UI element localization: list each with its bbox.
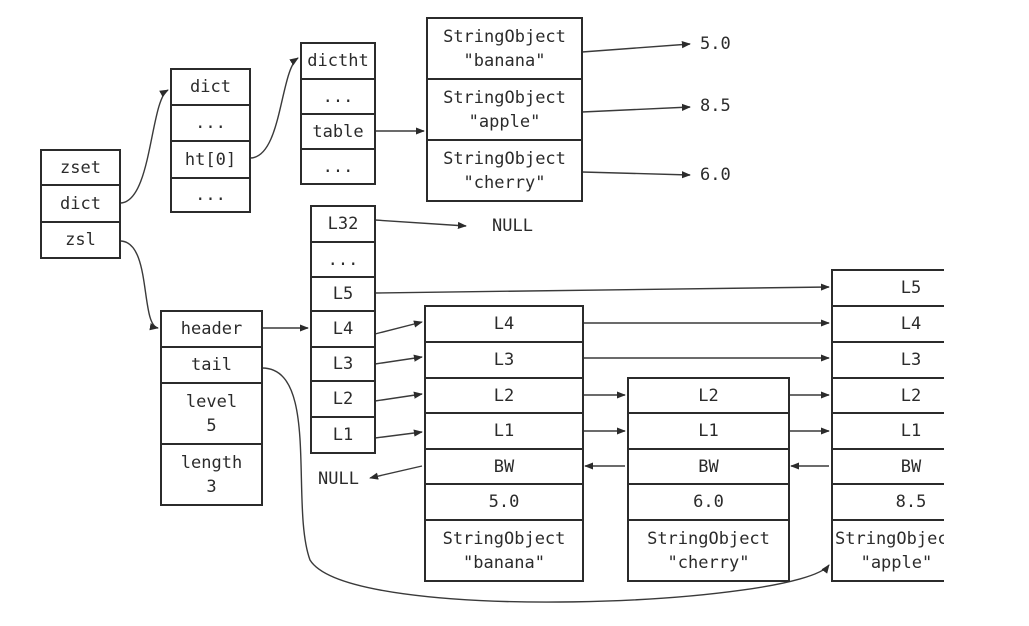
skiplist-node-level: L2 [831, 377, 944, 414]
arrow-zsl-skiplist [119, 240, 159, 331]
null-label: NULL [492, 216, 533, 236]
skiplist-node-clip: L5 L4 L3 L2 L1 BW 8.5 StringObject "appl… [831, 265, 944, 585]
skiplist-node-level: L1 [424, 412, 584, 450]
header-node-level: L4 [310, 310, 376, 348]
dict-dots-1: ... [170, 104, 251, 142]
skiplist-node-object: StringObject "banana" [424, 519, 584, 582]
dictht-table-field: table [300, 113, 376, 150]
dictht-title: dictht [300, 42, 376, 80]
arrow-banana-value [581, 41, 691, 53]
header-node-level: L3 [310, 346, 376, 382]
skiplist-node-score: 5.0 [424, 483, 584, 521]
arrow-headL5-nodeC [374, 283, 830, 294]
header-node-level: L32 [310, 205, 376, 243]
arrow-zset-dict [119, 89, 169, 204]
skiplist-node-object: StringObject "cherry" [627, 519, 790, 582]
skiplist-node-level: L2 [424, 377, 584, 414]
zskiplist-tail-field: tail [160, 346, 263, 384]
skiplist-node-score: 6.0 [627, 483, 790, 521]
header-node-level: L2 [310, 380, 376, 418]
dict-title: dict [170, 68, 251, 106]
dict-entry-key: StringObject "banana" [426, 17, 583, 80]
skiplist-node-score: 8.5 [831, 483, 944, 521]
arrow-ht0-dictht [249, 57, 299, 159]
dict-entry-value: 6.0 [700, 165, 731, 185]
arrow-cherry-value [581, 171, 691, 179]
zset-dict-field: dict [40, 184, 121, 223]
dict-entry-value: 5.0 [700, 34, 731, 54]
skiplist-node-level: L4 [831, 305, 944, 343]
arrow-headL4-nodeA [374, 320, 423, 335]
arrow-nodeA-bw-null [369, 465, 423, 480]
null-label: NULL [318, 469, 359, 489]
skiplist-node-backward: BW [424, 448, 584, 485]
dict-entry-key: StringObject "cherry" [426, 139, 583, 202]
zset-zsl-field: zsl [40, 221, 121, 259]
zset-title: zset [40, 149, 121, 186]
dict-ht0-field: ht[0] [170, 140, 251, 179]
dictht-dots-2: ... [300, 148, 376, 185]
skiplist-node-backward: BW [627, 448, 790, 485]
arrow-headL1-nodeA [374, 429, 423, 439]
dict-entry-key: StringObject "apple" [426, 78, 583, 141]
skiplist-node-level: L3 [424, 341, 584, 379]
arrow-apple-value [581, 103, 691, 113]
arrow-headL2-nodeA [374, 391, 423, 402]
header-node-level: ... [310, 241, 376, 278]
skiplist-node-level: L3 [831, 341, 944, 379]
skiplist-node-level: L4 [424, 305, 584, 343]
skiplist-node-level: L1 [831, 412, 944, 450]
skiplist-node-backward: BW [831, 448, 944, 485]
arrow-headL3-nodeA [374, 354, 423, 365]
skiplist-node-level: L5 [831, 269, 944, 307]
header-node-level: L5 [310, 276, 376, 312]
header-node-level: L1 [310, 416, 376, 454]
skiplist-node-object: StringObject "apple" [831, 519, 944, 582]
skiplist-node-level: L1 [627, 412, 790, 450]
arrow-L32-null [374, 219, 467, 230]
skiplist-node-level: L2 [627, 377, 790, 414]
dict-entry-value: 8.5 [700, 96, 731, 116]
zskiplist-header-field: header [160, 310, 263, 348]
zskiplist-level-field: level 5 [160, 382, 263, 445]
dict-dots-2: ... [170, 177, 251, 213]
zskiplist-length-field: length 3 [160, 443, 263, 506]
dictht-dots-1: ... [300, 78, 376, 115]
